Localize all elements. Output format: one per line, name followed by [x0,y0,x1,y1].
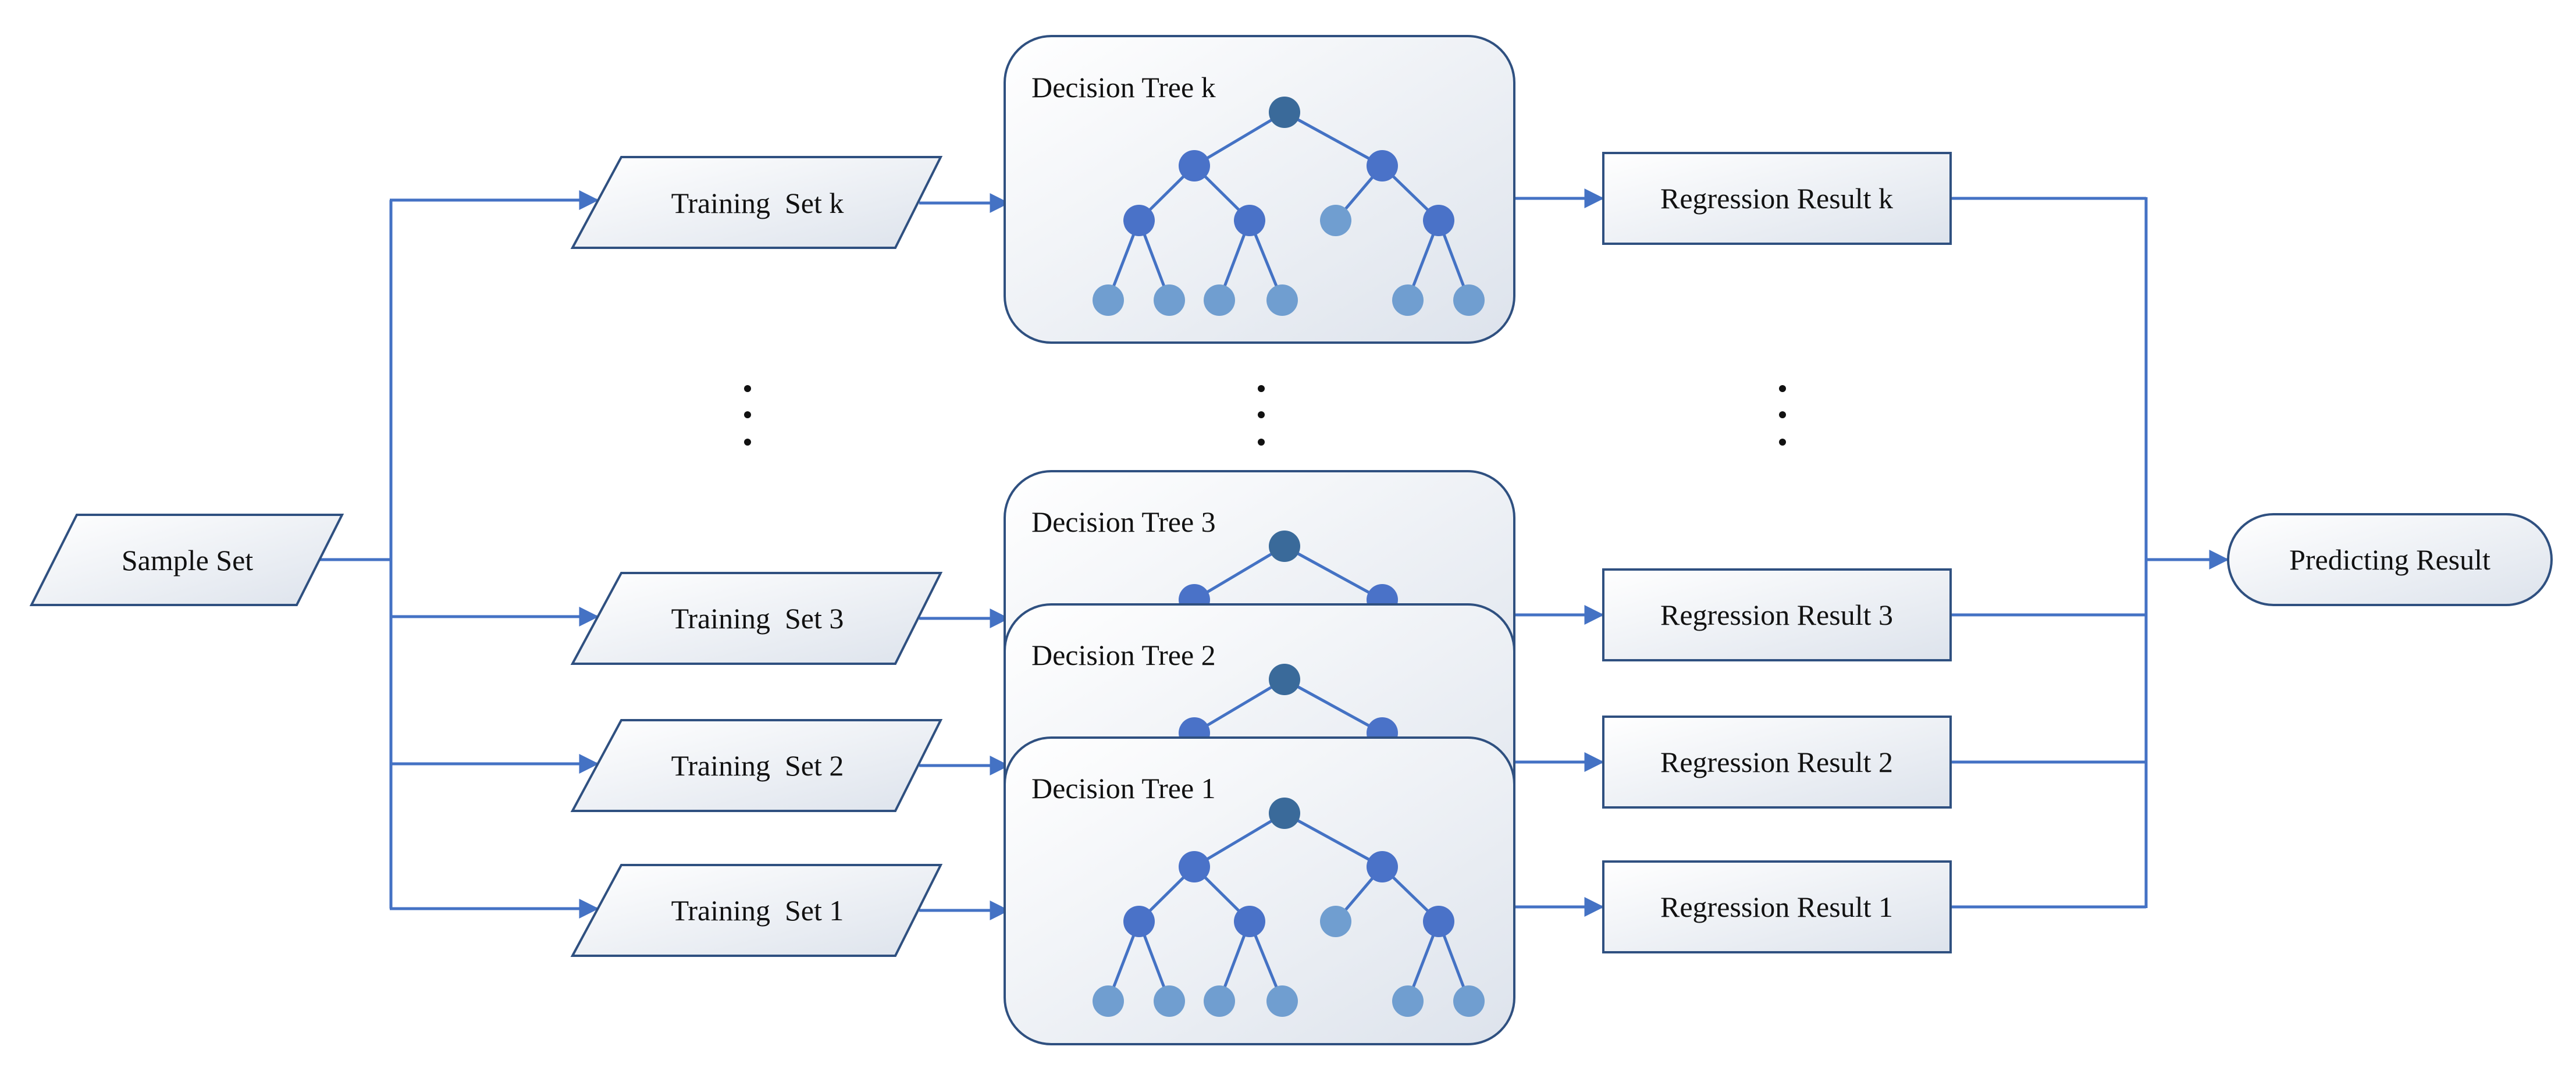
decision-tree-2-label: Decision Tree 2 [1031,639,1216,671]
decision-tree-k-label: Decision Tree k [1031,71,1216,104]
ellipsis-regression-results [1779,385,1786,446]
regression-result-1: Regression Result 1 [1602,860,1952,953]
sample-set-label: Sample Set [122,544,253,576]
predicting-result-node: Predicting Result [2227,513,2553,606]
regression-result-3: Regression Result 3 [1602,568,1952,661]
decision-tree-1: Decision Tree 1 [1004,736,1515,1045]
training-set-2-label: Training Set 2 [671,749,844,782]
regression-result-k: Regression Result k [1602,152,1952,245]
training-set-1-label: Training Set 1 [671,894,844,927]
regression-result-2-label: Regression Result 2 [1660,746,1893,778]
sample-set-node: Sample Set [29,514,344,606]
training-set-k: Training Set k [570,156,943,249]
training-set-3-label: Training Set 3 [671,602,844,635]
predicting-result-label: Predicting Result [2289,543,2490,576]
decision-tree-3-label: Decision Tree 3 [1031,506,1216,538]
regression-result-1-label: Regression Result 1 [1660,891,1893,923]
decision-tree-1-label: Decision Tree 1 [1031,772,1216,805]
decision-tree-k: Decision Tree k [1004,35,1515,344]
training-set-1: Training Set 1 [570,864,943,957]
ellipsis-decision-trees [1258,385,1265,446]
training-set-k-label: Training Set k [671,187,844,219]
regression-result-k-label: Regression Result k [1660,182,1893,215]
training-set-2: Training Set 2 [570,719,943,812]
regression-result-3-label: Regression Result 3 [1660,599,1893,631]
connectors [319,188,2229,920]
training-set-3: Training Set 3 [570,572,943,665]
regression-result-2: Regression Result 2 [1602,716,1952,809]
ellipsis-training-sets [744,385,751,446]
